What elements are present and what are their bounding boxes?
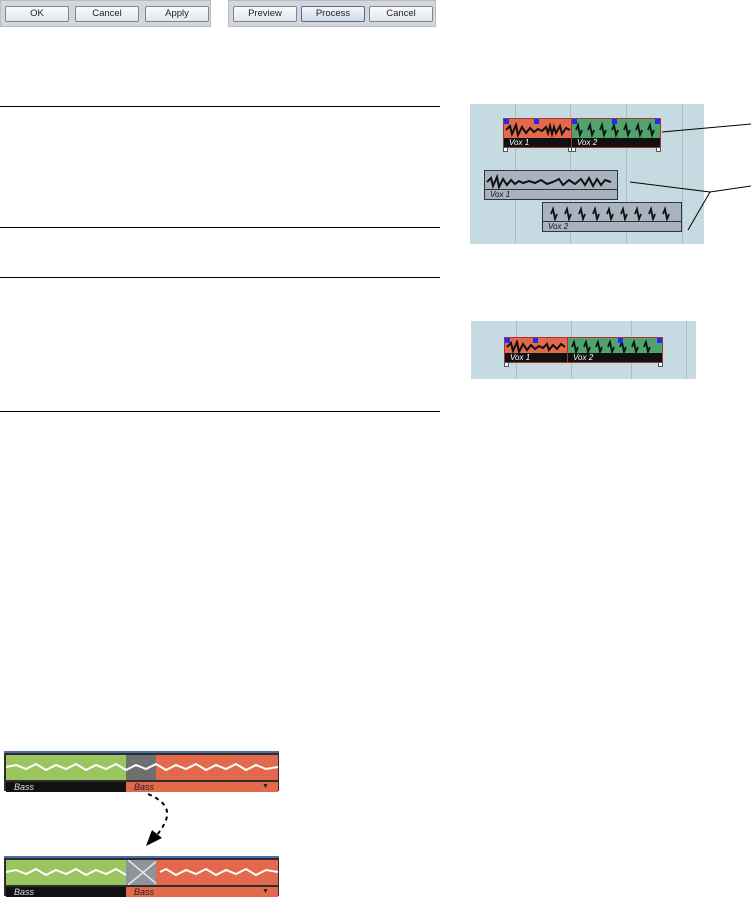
waveform bbox=[505, 122, 571, 138]
bass-label-right: Bass bbox=[126, 887, 278, 897]
chevron-down-icon[interactable]: ▼ bbox=[262, 783, 269, 790]
volume-marker[interactable] bbox=[612, 119, 617, 124]
volume-marker[interactable] bbox=[534, 119, 539, 124]
bass-label-right: Bass bbox=[126, 782, 278, 792]
dashed-arrow bbox=[146, 793, 169, 846]
section-rule-2 bbox=[0, 227, 440, 228]
section-rule-4 bbox=[0, 411, 440, 412]
event-label: Vox 2 bbox=[543, 221, 681, 231]
event-label: Vox 2 bbox=[572, 138, 660, 147]
waveform bbox=[6, 762, 278, 772]
resize-handle[interactable] bbox=[571, 147, 576, 152]
section-rule-1 bbox=[0, 106, 440, 107]
event-label: Vox 1 bbox=[505, 353, 567, 362]
waveform bbox=[486, 174, 612, 190]
event-label: Vox 1 bbox=[485, 189, 617, 199]
preview-button[interactable]: Preview bbox=[233, 6, 297, 22]
arrange-panel-bottom: Vox 1 Vox 2 bbox=[471, 321, 696, 379]
waveform bbox=[6, 867, 278, 877]
process-button[interactable]: Process bbox=[301, 6, 365, 22]
event-vox1-crossfade[interactable]: Vox 1 bbox=[504, 337, 568, 367]
bass-strip-before: Bass Bass ▼ bbox=[4, 751, 279, 792]
resize-handle[interactable] bbox=[658, 362, 663, 367]
event-vox2-gray[interactable]: Vox 2 bbox=[542, 202, 682, 232]
bass-label-left: Bass bbox=[6, 782, 126, 792]
fade-marker[interactable] bbox=[505, 338, 510, 343]
dialog-button-bar: OK Cancel Apply bbox=[0, 0, 211, 27]
fade-marker[interactable] bbox=[655, 119, 660, 124]
callout-lines bbox=[629, 123, 751, 231]
event-label: Vox 2 bbox=[568, 353, 662, 362]
crossfade-icon bbox=[128, 860, 158, 885]
waveform bbox=[550, 206, 670, 222]
bass-event-red[interactable] bbox=[156, 860, 278, 885]
grid-line bbox=[626, 104, 627, 244]
resize-handle[interactable] bbox=[504, 362, 509, 367]
event-vox1-gray[interactable]: Vox 1 bbox=[484, 170, 618, 200]
arrange-panel-top: Vox 1 Vox 2 Vox 1 Vox 2 bbox=[470, 104, 704, 244]
volume-marker[interactable] bbox=[618, 338, 623, 343]
event-vox2-crossfade[interactable]: Vox 2 bbox=[567, 337, 663, 367]
process-button-bar: Preview Process Cancel bbox=[228, 0, 436, 27]
event-label: Vox 1 bbox=[504, 138, 572, 147]
fade-marker[interactable] bbox=[657, 338, 662, 343]
cancel-button[interactable]: Cancel bbox=[75, 6, 139, 22]
waveform bbox=[506, 340, 566, 354]
apply-button[interactable]: Apply bbox=[145, 6, 209, 22]
chevron-down-icon[interactable]: ▼ bbox=[262, 888, 269, 895]
resize-handle[interactable] bbox=[503, 147, 508, 152]
grid-line bbox=[686, 321, 687, 379]
section-rule-3 bbox=[0, 277, 440, 278]
volume-marker[interactable] bbox=[533, 338, 538, 343]
bass-event-red[interactable] bbox=[156, 755, 278, 780]
process-cancel-button[interactable]: Cancel bbox=[369, 6, 433, 22]
fade-marker[interactable] bbox=[504, 119, 509, 124]
waveform bbox=[575, 122, 655, 138]
resize-handle[interactable] bbox=[656, 147, 661, 152]
waveform bbox=[571, 340, 651, 354]
grid-line bbox=[682, 104, 683, 244]
ok-button[interactable]: OK bbox=[5, 6, 69, 22]
event-vox1-top[interactable]: Vox 1 bbox=[503, 118, 573, 152]
bass-event-green[interactable] bbox=[6, 755, 126, 780]
bass-event-green[interactable] bbox=[6, 860, 126, 885]
event-vox2-top[interactable]: Vox 2 bbox=[571, 118, 661, 152]
fade-marker[interactable] bbox=[572, 119, 577, 124]
bass-crossfade[interactable] bbox=[126, 860, 156, 885]
bass-label-left: Bass bbox=[6, 887, 126, 897]
bass-strip-after: Bass Bass ▼ bbox=[4, 856, 279, 897]
